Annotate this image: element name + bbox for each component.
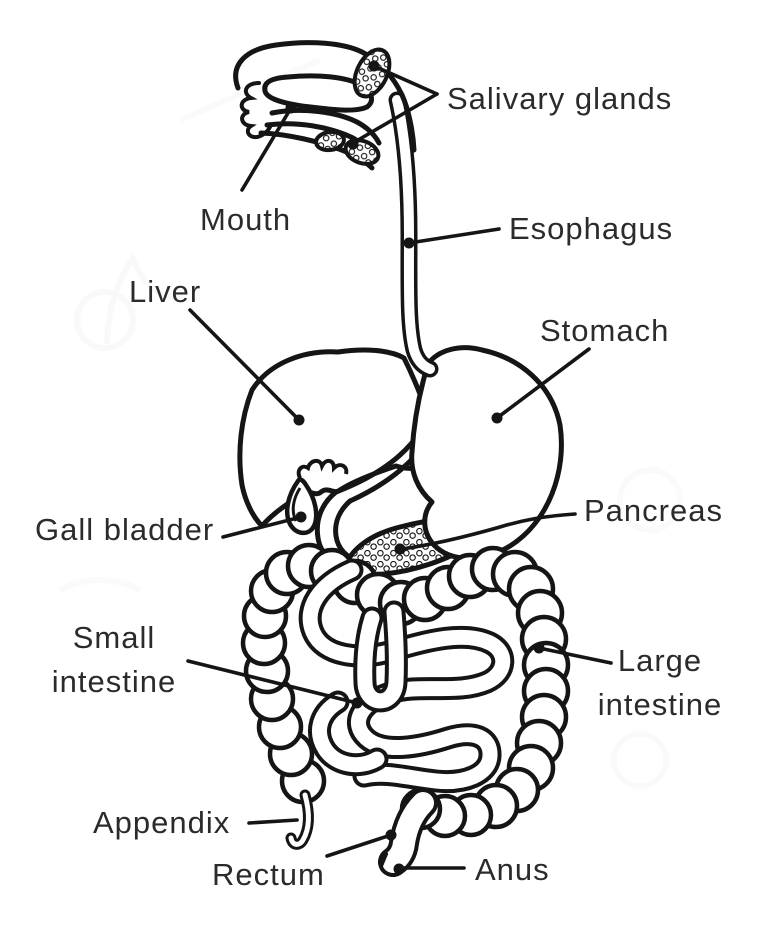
watermark-marks [58, 57, 683, 789]
esophagus-shape [388, 91, 439, 378]
small-intestine-leader [186, 659, 359, 705]
leader-lines [186, 64, 613, 870]
anus-shape [379, 852, 388, 868]
gall-bladder-leader [221, 515, 303, 539]
label-esophagus: Esophagus [509, 211, 673, 246]
rectum-shape [378, 788, 438, 877]
label-mouth: Mouth [200, 202, 291, 237]
esophagus-leader [407, 227, 501, 245]
pancreas-leader [400, 512, 577, 551]
appendix-leader [247, 818, 299, 825]
large-intestine-leader [537, 646, 613, 665]
label-rectum: Rectum [212, 857, 325, 892]
appendix-shape [285, 789, 314, 850]
salivary-upper-leader [372, 64, 439, 96]
label-large-intestine-line2: intestine [598, 687, 722, 722]
label-appendix: Appendix [93, 805, 230, 840]
label-anus: Anus [475, 852, 550, 887]
rectum-leader [325, 833, 393, 858]
liver-leader [188, 308, 301, 422]
label-small-intestine-line1: Small [73, 620, 156, 655]
label-liver: Liver [129, 274, 201, 309]
leader-dots [285, 60, 545, 875]
label-salivary-glands: Salivary glands [447, 81, 672, 116]
label-large-intestine-line1: Large [618, 643, 702, 678]
stomach-shape [409, 345, 564, 561]
label-small-intestine-line2: intestine [52, 664, 176, 699]
salivary-glands-shape [314, 47, 392, 166]
salivary-lower-leader [351, 92, 439, 145]
small-intestine-shape [298, 558, 515, 794]
mouth-shape [233, 40, 417, 171]
label-gall-bladder: Gall bladder [35, 512, 214, 547]
mouth-leader [240, 106, 293, 192]
stomach-leader [495, 347, 591, 420]
label-stomach: Stomach [540, 313, 669, 348]
label-pancreas: Pancreas [584, 493, 723, 528]
